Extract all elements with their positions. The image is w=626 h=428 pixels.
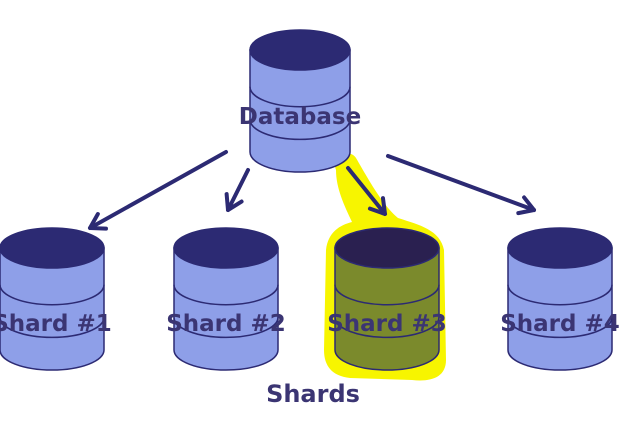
shard-cylinder-icon-2-label: Shard #2 — [166, 311, 286, 337]
arrow-icon-3 — [346, 166, 387, 216]
cylinder-band-1 — [173, 284, 279, 306]
cylinder-body — [0, 247, 105, 371]
cylinder-band-1 — [507, 284, 613, 306]
cylinder-body — [173, 247, 279, 371]
cylinder-band-1 — [249, 86, 351, 108]
shard-cylinder-icon-1-label: Shard #1 — [0, 311, 112, 337]
arrow-icon-4 — [386, 154, 536, 216]
arrow-icon-1 — [88, 150, 228, 231]
cylinder-band-2 — [0, 317, 105, 339]
shard-cylinder-icon-3-label: Shard #3 — [327, 311, 447, 337]
cylinder-body — [249, 49, 351, 173]
cylinder-body — [334, 247, 440, 371]
cylinder-band-2 — [507, 317, 613, 339]
cylinder-band-2 — [173, 317, 279, 339]
shard-cylinder-icon-1: Shard #1 — [0, 227, 112, 371]
cylinder-top — [0, 227, 105, 269]
cylinder-top — [173, 227, 279, 269]
cylinder-band-2 — [334, 317, 440, 339]
shards-group-label: Shards — [266, 380, 360, 408]
cylinder-top — [249, 29, 351, 71]
arrows — [88, 150, 536, 231]
cylinder-band-1 — [334, 284, 440, 306]
cylinder-band-2 — [249, 119, 351, 141]
cylinder-top — [334, 227, 440, 269]
shard-nodes: Shard #1 Shard #2 Shard #3 Shard #4 — [0, 227, 620, 371]
cylinder-body — [507, 247, 613, 371]
arrow-icon-2 — [224, 168, 250, 212]
database-cylinder-icon: Database — [239, 29, 361, 173]
shard-cylinder-icon-2: Shard #2 — [166, 227, 286, 371]
shard-cylinder-icon-4: Shard #4 — [500, 227, 620, 371]
database-cylinder-icon-label: Database — [239, 104, 361, 130]
shard-cylinder-icon-3: Shard #3 — [327, 227, 447, 371]
shard-cylinder-icon-4-label: Shard #4 — [500, 311, 620, 337]
database-node: Database — [239, 29, 361, 173]
cylinder-band-1 — [0, 284, 105, 306]
cylinder-top — [507, 227, 613, 269]
